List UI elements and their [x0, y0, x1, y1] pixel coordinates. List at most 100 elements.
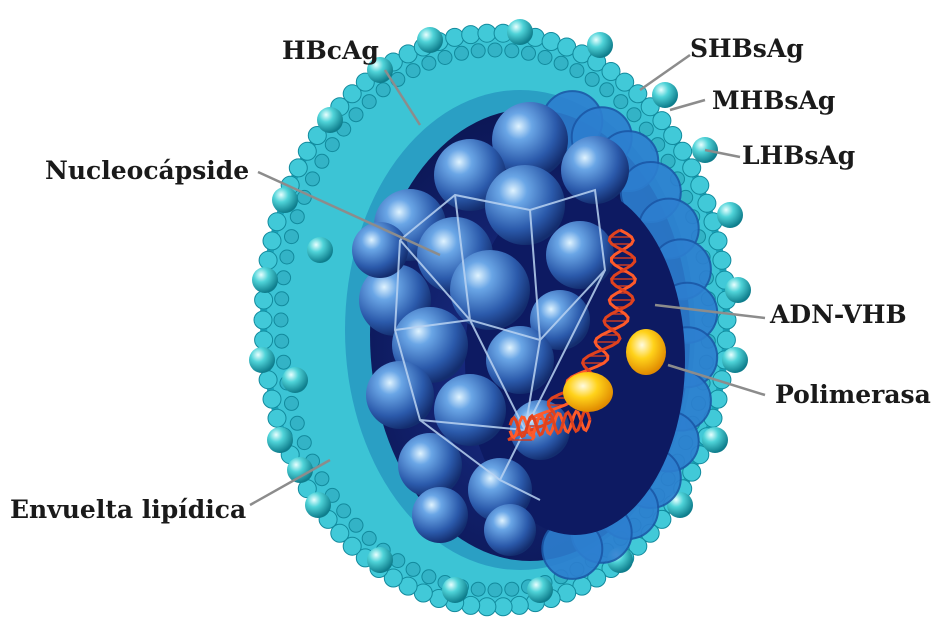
membrane-bead — [298, 142, 316, 160]
membrane-bead — [315, 154, 329, 168]
capsomer-sphere — [450, 250, 530, 330]
membrane-bead — [376, 83, 390, 97]
membrane-bead — [614, 95, 628, 109]
membrane-bead — [275, 334, 289, 348]
surface-protein-knob — [287, 457, 313, 483]
membrane-bead — [570, 64, 584, 78]
membrane-bead — [255, 291, 273, 309]
surface-protein-knob — [722, 347, 748, 373]
surface-protein-knob — [307, 237, 333, 263]
membrane-bead — [717, 331, 735, 349]
membrane-bead — [505, 44, 519, 58]
label-mhbsag: MHBsAg — [712, 88, 835, 113]
membrane-bead — [362, 531, 376, 545]
surface-protein-knob — [652, 82, 678, 108]
membrane-bead — [462, 26, 480, 44]
membrane-bead — [259, 371, 277, 389]
membrane-bead — [277, 271, 291, 285]
surface-protein-knob — [717, 202, 743, 228]
label-hbcag: HBcAg — [282, 38, 379, 63]
membrane-bead — [422, 570, 436, 584]
membrane-bead — [306, 172, 320, 186]
membrane-bead — [698, 194, 716, 212]
membrane-bead — [263, 390, 281, 408]
membrane-bead — [268, 409, 286, 427]
surface-protein-knob — [272, 187, 298, 213]
capsomer-sphere — [484, 504, 536, 556]
label-lhbsag: LHBsAg — [742, 143, 855, 168]
membrane-bead — [683, 159, 701, 177]
polymerase-blob — [626, 329, 666, 375]
capsomer-sphere — [434, 374, 506, 446]
membrane-bead — [362, 95, 376, 109]
membrane-bead — [422, 56, 436, 70]
membrane-bead — [349, 108, 363, 122]
membrane-bead — [471, 582, 485, 596]
membrane-bead — [263, 232, 281, 250]
membrane-bead — [522, 46, 536, 60]
surface-protein-knob — [317, 107, 343, 133]
membrane-bead — [709, 232, 727, 250]
membrane-bead — [471, 44, 485, 58]
surface-protein-knob — [305, 492, 331, 518]
membrane-bead — [478, 24, 496, 42]
membrane-bead — [691, 176, 709, 194]
label-shbsag: SHBsAg — [690, 36, 804, 61]
membrane-bead — [290, 416, 304, 430]
membrane-bead — [488, 43, 502, 57]
surface-protein-knob — [507, 19, 533, 45]
surface-protein-knob — [267, 427, 293, 453]
membrane-bead — [285, 396, 299, 410]
membrane-bead — [349, 518, 363, 532]
label-envuelta-lipidica: Envuelta lipídica — [10, 497, 246, 522]
membrane-bead — [488, 583, 502, 597]
membrane-bead — [315, 472, 329, 486]
membrane-bead — [325, 138, 339, 152]
surface-protein-knob — [367, 547, 393, 573]
membrane-bead — [446, 28, 464, 46]
membrane-bead — [259, 251, 277, 269]
membrane-bead — [713, 251, 731, 269]
membrane-bead — [289, 159, 307, 177]
surface-protein-knob — [587, 32, 613, 58]
membrane-bead — [462, 596, 480, 614]
membrane-bead — [554, 56, 568, 70]
surface-protein-knob — [527, 577, 553, 603]
membrane-bead — [505, 582, 519, 596]
membrane-bead — [285, 230, 299, 244]
surface-protein-knob — [282, 367, 308, 393]
surface-protein-knob — [252, 267, 278, 293]
membrane-bead — [275, 292, 289, 306]
label-polimerasa: Polimerasa — [775, 382, 931, 407]
membrane-bead — [664, 127, 682, 145]
membrane-bead — [254, 311, 272, 329]
membrane-bead — [406, 562, 420, 576]
membrane-bead — [438, 51, 452, 65]
capsomer-sphere — [398, 433, 462, 497]
surface-protein-knob — [702, 427, 728, 453]
membrane-bead — [255, 331, 273, 349]
surface-protein-knob — [725, 277, 751, 303]
membrane-bead — [627, 108, 641, 122]
membrane-bead — [455, 46, 469, 60]
membrane-bead — [478, 598, 496, 616]
membrane-bead — [510, 596, 528, 614]
membrane-bead — [297, 436, 311, 450]
membrane-bead — [274, 313, 288, 327]
capsomer-sphere — [485, 165, 565, 245]
membrane-bead — [406, 64, 420, 78]
membrane-bead — [653, 112, 671, 130]
membrane-bead — [585, 72, 599, 86]
label-nucleocapside: Nucleocápside — [45, 158, 249, 183]
membrane-bead — [337, 504, 351, 518]
membrane-bead — [600, 83, 614, 97]
membrane-bead — [277, 355, 291, 369]
membrane-bead — [268, 213, 286, 231]
surface-protein-knob — [249, 347, 275, 373]
membrane-bead — [290, 210, 304, 224]
membrane-bead — [538, 51, 552, 65]
membrane-bead — [674, 142, 692, 160]
capsomer-sphere — [366, 361, 434, 429]
polymerase-blob — [563, 372, 613, 412]
